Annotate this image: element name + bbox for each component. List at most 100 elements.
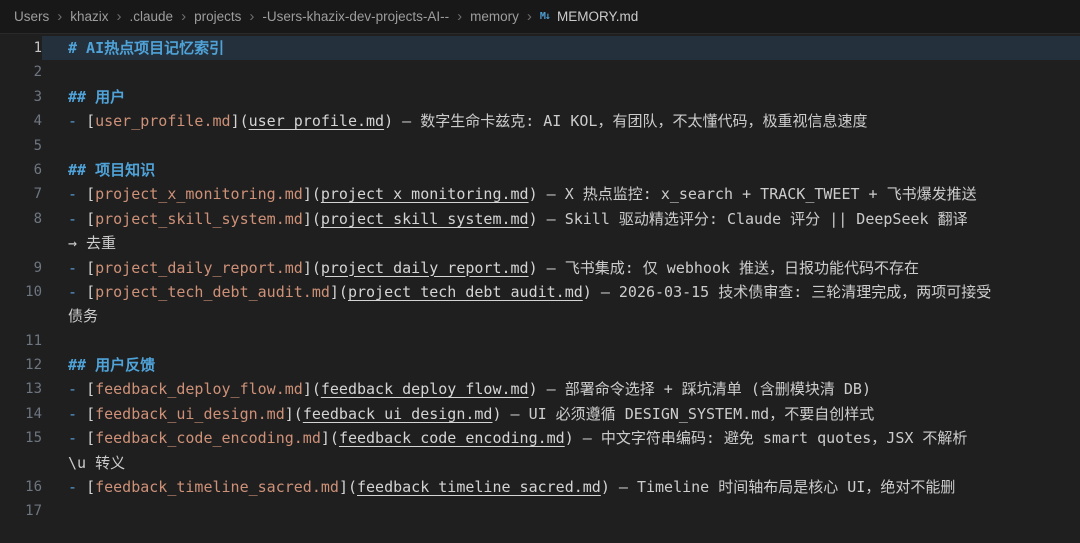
code-line[interactable]: 13- [feedback_deploy_flow.md](feedback_d… [0,377,1080,401]
md-list-bullet: - [68,258,87,277]
md-heading: ## 用户反馈 [68,356,156,375]
md-list-bullet: - [68,380,87,399]
code-line[interactable]: 6## 项目知识 [0,158,1080,182]
code-content: - [feedback_timeline_sacred.md](feedback… [42,475,1080,499]
code-line-wrap[interactable]: → 去重 [0,231,1080,255]
md-link-punct: ]( [329,282,348,301]
md-text: \u 转义 [68,453,126,472]
md-link-punct: ) [564,429,574,448]
line-number: 2 [33,64,42,81]
breadcrumb-item[interactable]: khazix [70,9,109,24]
md-link-punct: ]( [284,404,303,423]
code-content: # AI热点项目记忆索引 [42,36,1080,61]
md-link-punct: ) [384,112,394,131]
md-link-url[interactable]: feedback_code_encoding.md [338,429,565,448]
code-content: - [user_profile.md](user_profile.md) — 数… [42,109,1080,133]
md-text: — 中文字符串编码: 避免 smart quotes，JSX 不解析 [573,429,968,448]
md-link-punct: ) [492,404,502,423]
md-link-punct: ]( [230,112,249,131]
line-number [0,451,42,475]
md-text: — 2026-03-15 技术债审查: 三轮清理完成，两项可接受 [591,282,992,301]
code-content: - [feedback_code_encoding.md](feedback_c… [42,426,1080,450]
md-link-url[interactable]: project_skill_system.md [320,209,529,228]
md-link-url[interactable]: project_tech_debt_audit.md [347,282,583,301]
code-content: - [project_x_monitoring.md](project_x_mo… [42,182,1080,206]
md-text: → 去重 [68,234,117,253]
markdown-file-icon: M↓ [539,11,551,22]
breadcrumb-file[interactable]: M↓MEMORY.md [540,9,638,24]
md-link-text[interactable]: feedback_timeline_sacred.md [95,478,339,497]
md-list-bullet: - [68,112,87,131]
md-link-url[interactable]: project_x_monitoring.md [320,185,529,204]
md-link-text[interactable]: project_daily_report.md [95,258,303,277]
code-line[interactable]: 9- [project_daily_report.md](project_dai… [0,256,1080,280]
md-text: 债务 [68,307,99,326]
code-line[interactable]: 4- [user_profile.md](user_profile.md) — … [0,109,1080,133]
code-content: ## 项目知识 [42,158,1080,182]
breadcrumb-item[interactable]: projects [194,9,242,24]
code-line[interactable]: 15- [feedback_code_encoding.md](feedback… [0,426,1080,450]
line-number [0,304,42,328]
chevron-right-icon: › [116,8,122,25]
md-link-text[interactable]: project_x_monitoring.md [95,185,303,204]
code-line[interactable]: 7- [project_x_monitoring.md](project_x_m… [0,182,1080,206]
code-line[interactable]: 3## 用户 [0,85,1080,109]
code-line[interactable]: 10- [project_tech_debt_audit.md](project… [0,280,1080,304]
code-content [42,60,1080,84]
code-content: - [feedback_ui_design.md](feedback_ui_de… [42,402,1080,426]
md-link-url[interactable]: user_profile.md [248,112,385,131]
md-link-text[interactable]: user_profile.md [95,112,231,131]
code-line[interactable]: 11 [0,329,1080,353]
code-line-wrap[interactable]: 债务 [0,304,1080,328]
md-link-text[interactable]: project_skill_system.md [95,209,303,228]
breadcrumb-item[interactable]: .claude [129,9,174,24]
code-line[interactable]: 14- [feedback_ui_design.md](feedback_ui_… [0,402,1080,426]
breadcrumb-item[interactable]: Users [14,9,50,24]
line-number: 5 [33,137,42,154]
code-content: \u 转义 [42,451,1080,475]
md-heading: ## 项目知识 [68,160,156,179]
md-link-text[interactable]: feedback_code_encoding.md [95,429,321,448]
md-link-punct: [ [86,185,96,204]
md-link-url[interactable]: project_daily_report.md [320,258,529,277]
breadcrumb-item[interactable]: memory [470,9,519,24]
chevron-right-icon: › [57,8,63,25]
md-link-punct: ]( [320,429,339,448]
code-line[interactable]: 8- [project_skill_system.md](project_ski… [0,207,1080,231]
md-link-punct: ) [582,282,592,301]
md-link-punct: ]( [302,209,321,228]
md-link-url[interactable]: feedback_deploy_flow.md [320,380,529,399]
line-number: 3 [33,88,42,105]
code-content: - [feedback_deploy_flow.md](feedback_dep… [42,377,1080,401]
code-line[interactable]: 17 [0,499,1080,523]
code-line-wrap[interactable]: \u 转义 [0,451,1080,475]
code-line[interactable]: 2 [0,60,1080,84]
md-link-text[interactable]: feedback_deploy_flow.md [95,380,303,399]
code-line[interactable]: 12## 用户反馈 [0,353,1080,377]
line-number: 10 [25,283,42,300]
line-number: 1 [33,40,42,56]
line-number: 17 [25,503,42,520]
md-link-punct: ) [528,380,538,399]
line-number: 11 [25,332,42,349]
code-line[interactable]: 16- [feedback_timeline_sacred.md](feedba… [0,475,1080,499]
md-link-punct: [ [86,258,96,277]
md-link-punct: [ [86,404,96,423]
code-content: - [project_skill_system.md](project_skil… [42,207,1080,231]
line-number: 13 [25,381,42,398]
md-link-url[interactable]: feedback_ui_design.md [302,404,493,423]
line-number: 14 [25,405,42,422]
code-line[interactable]: 1# AI热点项目记忆索引 [0,36,1080,61]
md-text: — X 热点监控: x_search + TRACK_TWEET + 飞书爆发推… [537,185,977,204]
md-link-text[interactable]: feedback_ui_design.md [95,404,285,423]
md-list-bullet: - [68,185,87,204]
line-number: 4 [33,113,42,130]
md-link-text[interactable]: project_tech_debt_audit.md [95,282,330,301]
code-content: - [project_daily_report.md](project_dail… [42,256,1080,280]
breadcrumb-item[interactable]: -Users-khazix-dev-projects-AI-- [262,9,450,24]
md-link-punct: [ [86,282,96,301]
code-line[interactable]: 5 [0,134,1080,158]
md-link-url[interactable]: feedback_timeline_sacred.md [357,478,601,497]
